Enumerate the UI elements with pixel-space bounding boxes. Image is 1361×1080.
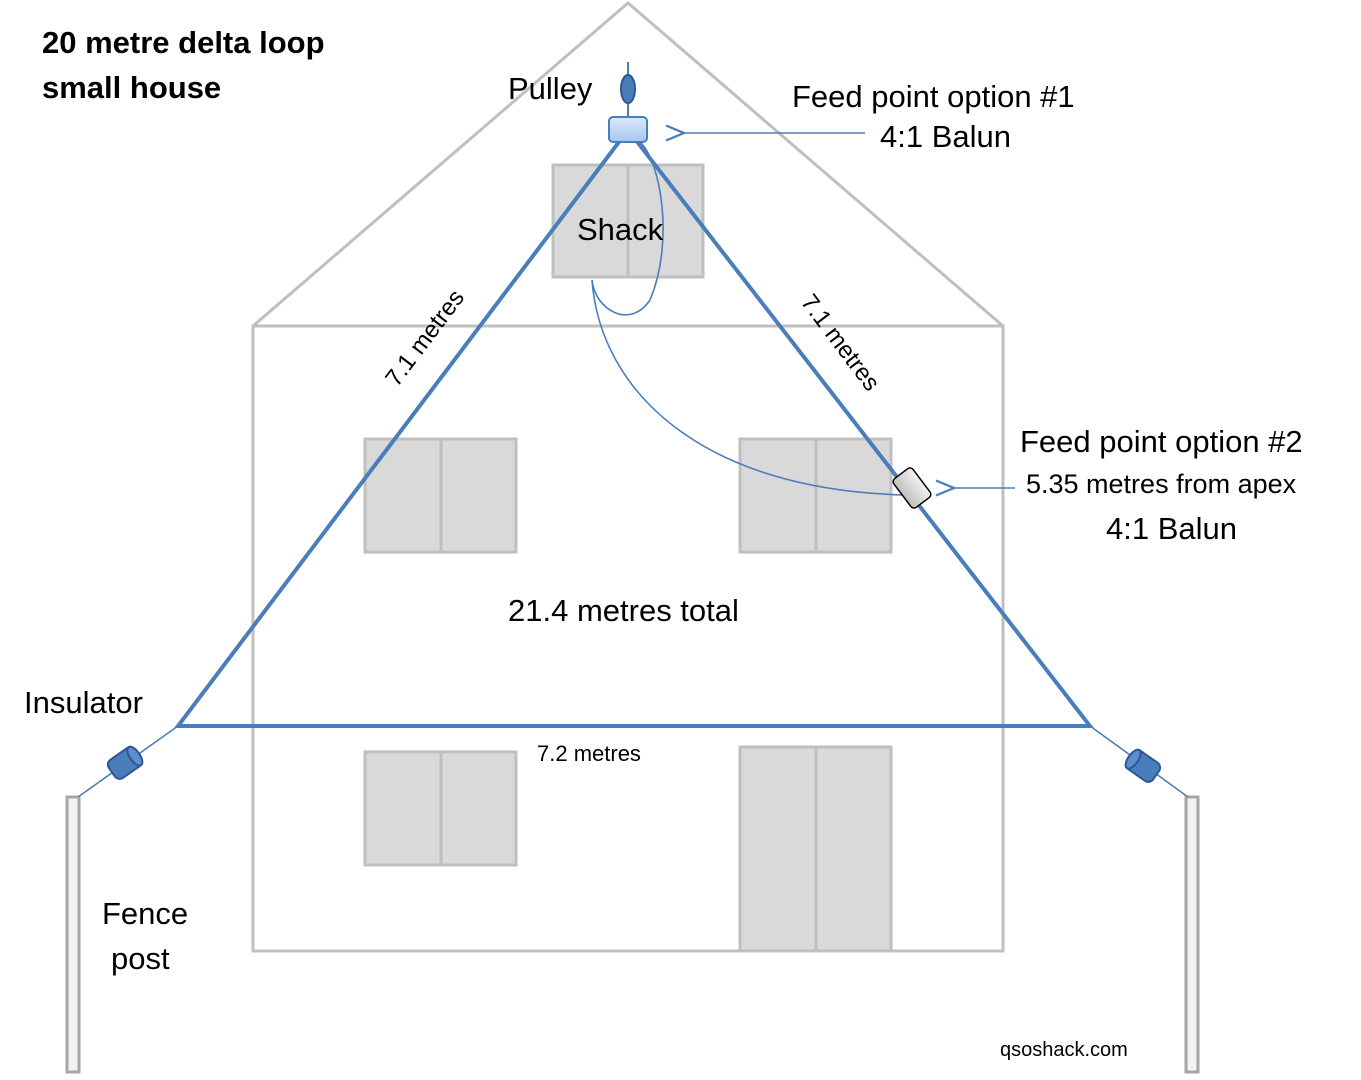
pulley-icon	[620, 74, 636, 104]
left-side-length: 7.1 metres	[380, 285, 470, 392]
insulator-label: Insulator	[24, 685, 143, 720]
base-length: 7.2 metres	[537, 741, 641, 766]
house	[251, 1, 1005, 953]
total-length: 21.4 metres total	[508, 593, 739, 628]
shack-window	[551, 163, 705, 279]
title-line-1: 20 metre delta loop	[42, 25, 325, 60]
delta-loop-wire	[173, 126, 1095, 728]
feed1-title: Feed point option #1	[792, 79, 1075, 114]
window	[363, 750, 518, 867]
door	[738, 745, 893, 953]
coax-feed-1	[591, 141, 664, 316]
fence-post-left	[65, 795, 81, 1074]
fence-label-2: post	[111, 941, 170, 976]
house-wall	[251, 324, 1005, 953]
feed2-balun: 4:1 Balun	[1106, 511, 1237, 546]
coax-feed-2	[591, 279, 906, 496]
pulley-label: Pulley	[508, 71, 593, 106]
window	[738, 437, 893, 554]
credit: qsoshack.com	[1000, 1039, 1128, 1061]
fence-post-right	[1184, 795, 1200, 1074]
insulator-left-icon	[106, 745, 144, 780]
feed1-balun: 4:1 Balun	[880, 119, 1011, 154]
balun-1-icon	[608, 116, 648, 143]
shack-label: Shack	[577, 212, 664, 247]
balun-2-icon	[892, 467, 932, 509]
right-side-length: 7.1 metres	[795, 289, 885, 396]
roof	[252, 1, 1004, 328]
window	[363, 437, 518, 554]
fence-label-1: Fence	[102, 896, 188, 931]
feed2-title: Feed point option #2	[1020, 424, 1303, 459]
insulator-right-icon	[1124, 748, 1162, 783]
feed2-distance: 5.35 metres from apex	[1026, 469, 1297, 499]
title-line-2: small house	[42, 70, 221, 105]
